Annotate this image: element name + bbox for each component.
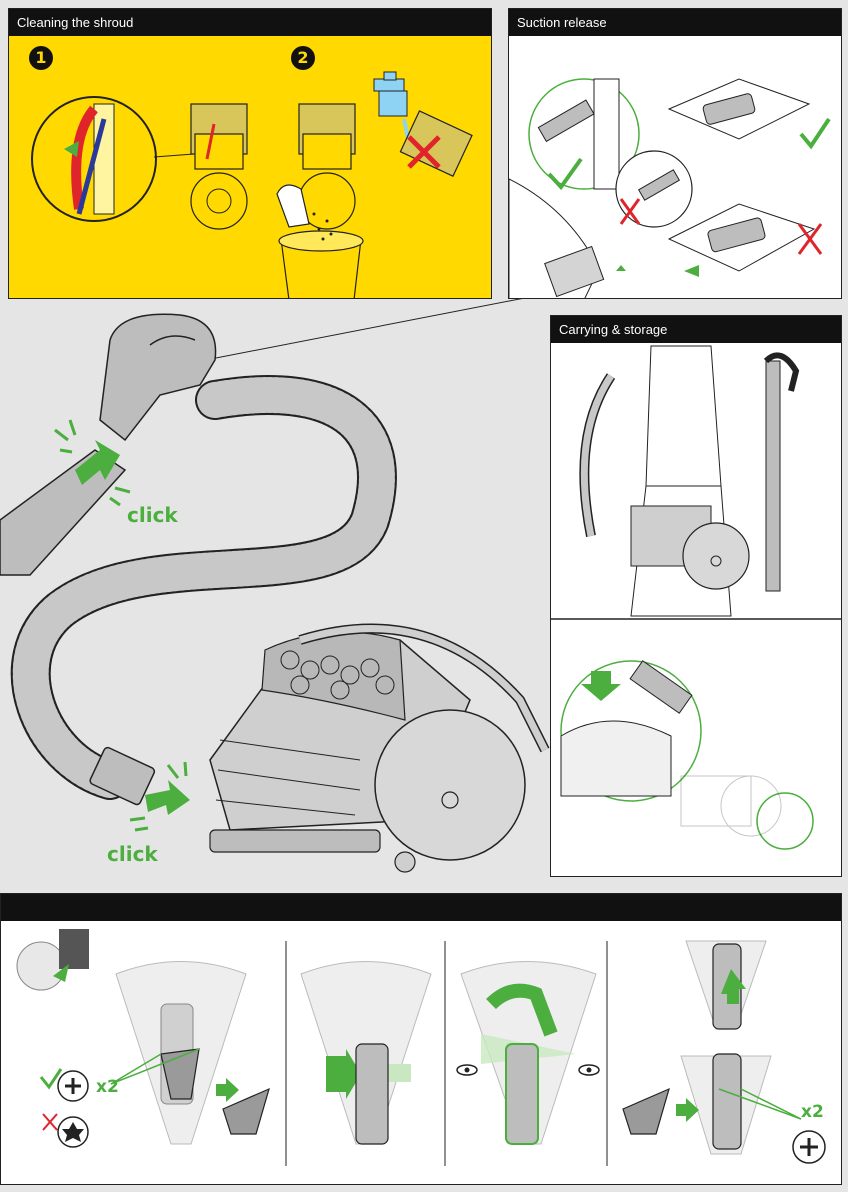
screwdriver-icon bbox=[76, 118, 107, 215]
panel-suction-release: Suction release bbox=[508, 8, 842, 299]
click-arrow-icon-2 bbox=[145, 780, 190, 815]
click-label-bottom: click bbox=[107, 842, 158, 866]
tap-icon bbox=[373, 78, 405, 92]
click-label-top: click bbox=[127, 503, 178, 527]
click-burst-icon bbox=[54, 419, 131, 507]
suction-drawing bbox=[509, 78, 831, 298]
wand bbox=[0, 449, 127, 576]
hose-handle bbox=[99, 313, 217, 442]
step-number-2: 2 bbox=[291, 46, 315, 70]
panel-hose-replacement: x2 x2 bbox=[0, 893, 842, 1185]
carry-drawing bbox=[551, 345, 841, 850]
arrow-icon bbox=[581, 671, 621, 701]
panel-title: Cleaning the shroud bbox=[9, 9, 491, 36]
replacement-drawing bbox=[16, 929, 826, 1166]
hose bbox=[12, 377, 395, 798]
panel-title bbox=[1, 894, 841, 921]
panel-title: Carrying & storage bbox=[551, 316, 841, 343]
shroud-drawing bbox=[31, 71, 473, 298]
panel-carrying-storage: Carrying & storage bbox=[550, 315, 842, 877]
quantity-label-2: x2 bbox=[801, 1102, 824, 1122]
quantity-label: x2 bbox=[96, 1077, 119, 1097]
check-icon bbox=[547, 157, 583, 191]
check-icon bbox=[39, 1068, 63, 1090]
main-illustration: click click bbox=[0, 294, 550, 873]
panel-title: Suction release bbox=[509, 9, 841, 36]
step-number-1: 1 bbox=[29, 46, 53, 70]
click-arrow-icon bbox=[75, 440, 120, 485]
panel-cleaning-shroud: Cleaning the shroud 1 2 bbox=[8, 8, 492, 299]
main-wheel bbox=[374, 709, 526, 861]
check-icon-2 bbox=[799, 117, 831, 150]
wand bbox=[765, 360, 781, 592]
vacuum-assembly-drawing bbox=[0, 294, 550, 873]
